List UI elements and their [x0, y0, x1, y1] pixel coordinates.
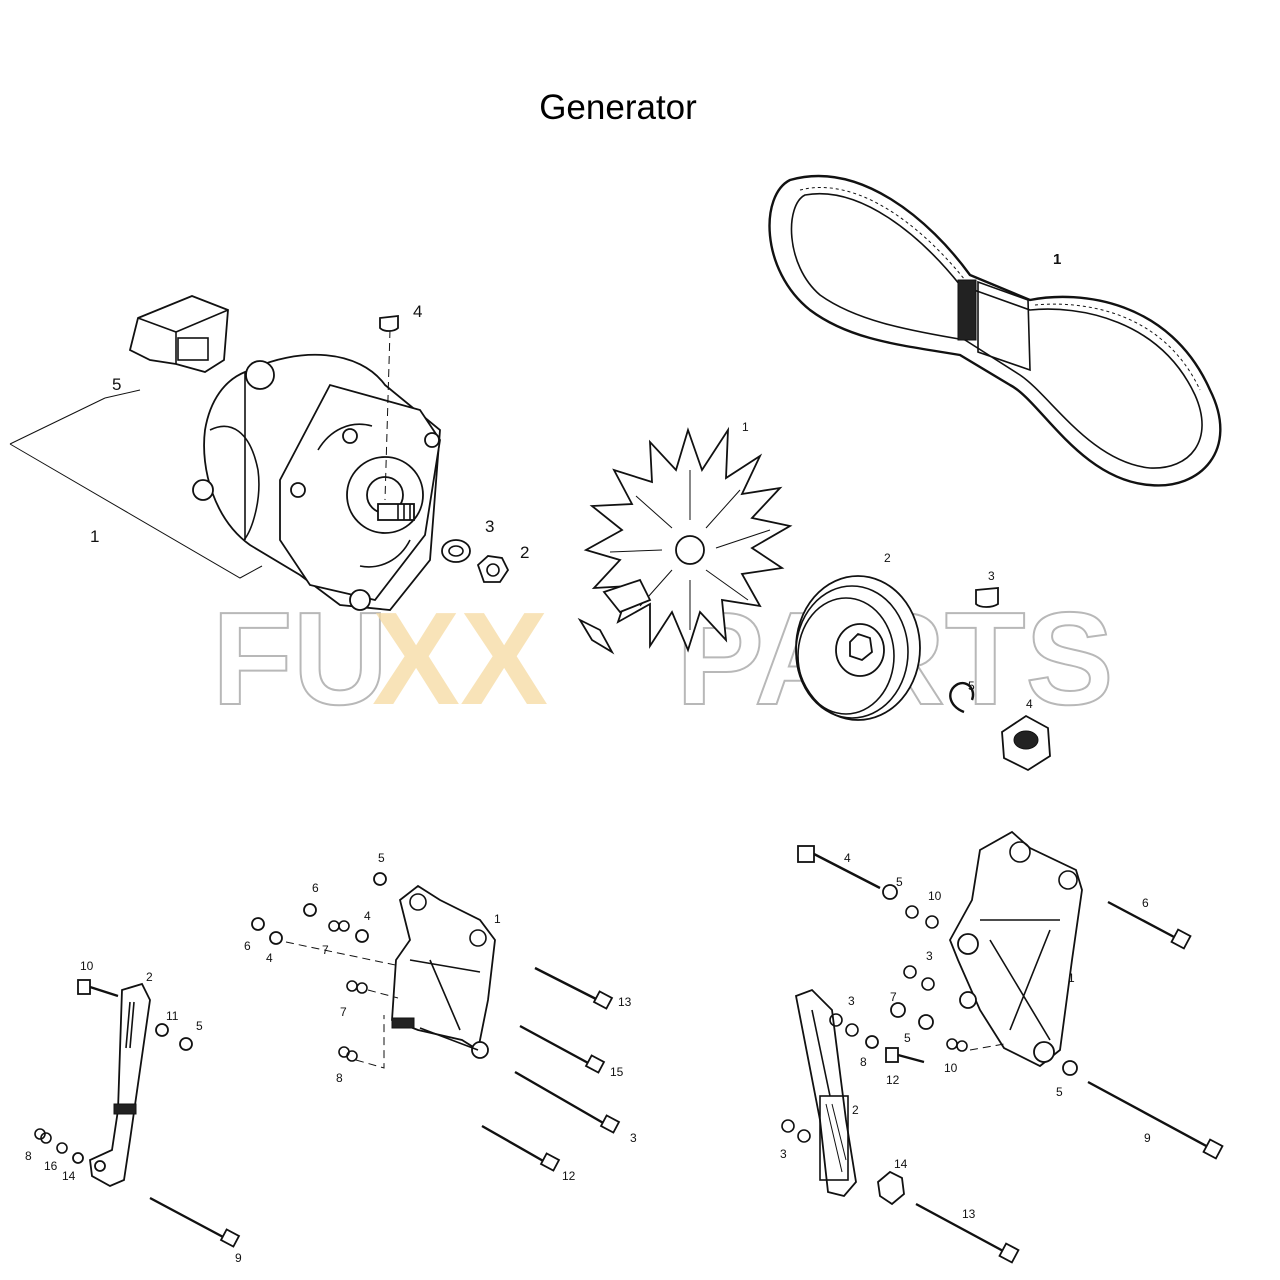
- fan: 1: [577, 420, 793, 655]
- bolt-15: [519, 1024, 606, 1074]
- lb-callout-15: 15: [610, 1065, 624, 1079]
- bolt-3: [514, 1070, 621, 1134]
- bracket-assembly-right: 4 5 10 6 3 7 3 5 8 12 10 1 5 9 2 3 14 13: [780, 830, 1224, 1264]
- rb-callout-3b: 3: [848, 994, 855, 1008]
- bolt-9-right: [1087, 1080, 1224, 1160]
- bolt-10: [77, 979, 119, 998]
- bolt-6-right: [1107, 900, 1192, 950]
- rb-callout-5b: 5: [904, 1031, 911, 1045]
- alt-callout-4: 4: [413, 302, 422, 321]
- rb-callout-9: 9: [1144, 1131, 1151, 1145]
- bolt-12-right: [885, 1047, 925, 1064]
- lb-callout-6b: 6: [244, 939, 251, 953]
- lb-callout-6a: 6: [312, 881, 319, 895]
- rb-callout-12: 12: [886, 1073, 900, 1087]
- rb-callout-5a: 5: [896, 875, 903, 889]
- watermark-mid: XX: [372, 585, 548, 732]
- lb-callout-5b: 5: [196, 1019, 203, 1033]
- pulley-callout-4: 4: [1026, 697, 1033, 711]
- bolt-12: [481, 1124, 561, 1172]
- lb-callout-8b: 8: [25, 1149, 32, 1163]
- lb-callout-4b: 4: [266, 951, 273, 965]
- rb-callout-7: 7: [890, 990, 897, 1004]
- lb-callout-1: 1: [494, 912, 501, 926]
- bolt-9: [149, 1196, 241, 1248]
- alternator: 5 1 4 3 2: [9, 295, 529, 611]
- fan-callout-1: 1: [742, 420, 749, 434]
- page-title: Generator: [539, 88, 697, 127]
- lb-callout-3: 3: [630, 1131, 637, 1145]
- lb-callout-10: 10: [80, 959, 94, 973]
- rb-callout-10b: 10: [944, 1061, 958, 1075]
- bracket-assembly-left: 5 6 6 4 4 7 7 8 1 13 15 3 12 10 2 11 5 8…: [25, 851, 637, 1265]
- rb-callout-8: 8: [860, 1055, 867, 1069]
- rb-callout-5c: 5: [1056, 1085, 1063, 1099]
- pulley-callout-3: 3: [988, 569, 995, 583]
- lb-callout-14: 14: [62, 1169, 76, 1183]
- rb-callout-3a: 3: [926, 949, 933, 963]
- alt-callout-3: 3: [485, 517, 494, 536]
- pulley: 2 3 5 4: [795, 551, 1051, 772]
- lb-callout-13: 13: [618, 995, 632, 1009]
- lb-callout-11: 11: [166, 1009, 179, 1023]
- lb-callout-12: 12: [562, 1169, 576, 1183]
- lb-callout-4a: 4: [364, 909, 371, 923]
- lb-callout-9: 9: [235, 1251, 242, 1265]
- belt-callout-1: 1: [1053, 251, 1061, 268]
- drive-belt: 1: [768, 174, 1222, 487]
- rb-callout-13: 13: [962, 1207, 976, 1221]
- lb-callout-2: 2: [146, 970, 153, 984]
- lb-callout-7b: 7: [340, 1005, 347, 1019]
- alt-callout-2: 2: [520, 543, 529, 562]
- lb-callout-16: 16: [44, 1159, 58, 1173]
- rb-callout-3c: 3: [780, 1147, 787, 1161]
- rb-callout-2: 2: [852, 1103, 859, 1117]
- rb-callout-6: 6: [1142, 896, 1149, 910]
- lb-callout-5a: 5: [378, 851, 385, 865]
- pulley-callout-2: 2: [884, 551, 891, 565]
- lb-callout-7a: 7: [322, 943, 329, 957]
- rb-callout-1: 1: [1068, 971, 1075, 985]
- alt-callout-1: 1: [90, 527, 99, 546]
- bolt-13-right: [915, 1202, 1020, 1264]
- lb-callout-8a: 8: [336, 1071, 343, 1085]
- rb-callout-10a: 10: [928, 889, 942, 903]
- alt-callout-5: 5: [112, 375, 121, 394]
- bolt-4-right: [797, 845, 881, 890]
- rb-callout-4: 4: [844, 851, 851, 865]
- bolt-13: [534, 966, 614, 1010]
- pulley-callout-5: 5: [968, 679, 975, 693]
- rb-callout-14: 14: [894, 1157, 908, 1171]
